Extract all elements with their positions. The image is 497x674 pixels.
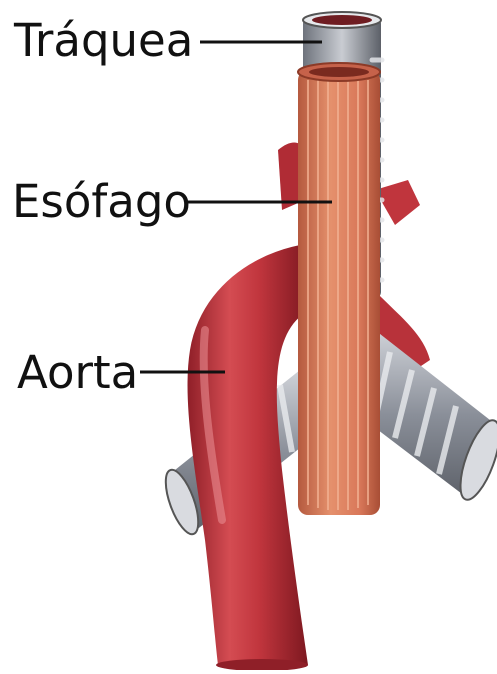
label-aorta: Aorta <box>17 350 138 395</box>
aorta <box>188 245 308 670</box>
label-trachea: Tráquea <box>14 18 193 63</box>
label-esophagus: Esófago <box>12 179 191 224</box>
right-bronchus <box>365 330 497 504</box>
esophagus <box>298 63 380 515</box>
